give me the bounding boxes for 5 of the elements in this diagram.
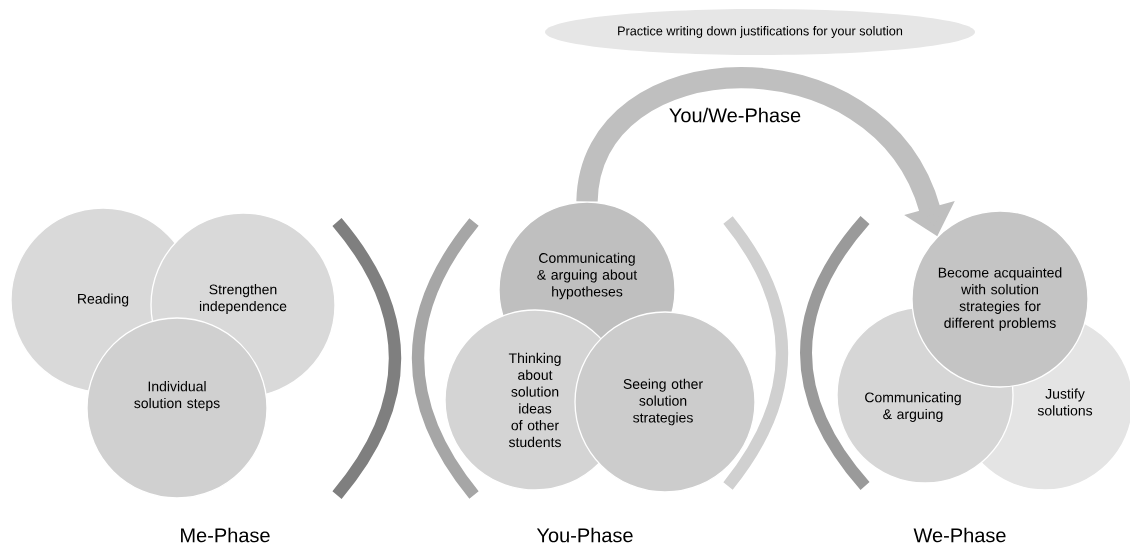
- phase-label: We-Phase: [913, 527, 1006, 543]
- edge-label: You/We-Phase: [667, 106, 803, 124]
- phase-label: Me-Phase: [181, 527, 270, 543]
- oval-banner: Practice writing down justifications for your solution: [545, 9, 975, 55]
- phase-label: You-Phase: [536, 527, 633, 543]
